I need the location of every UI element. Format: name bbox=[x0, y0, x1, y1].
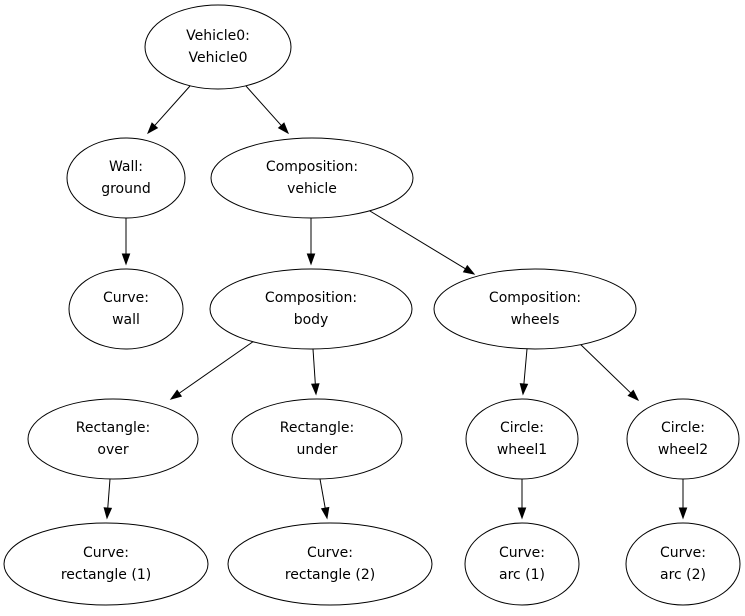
node-ellipse[interactable] bbox=[625, 522, 741, 606]
node-ellipse[interactable] bbox=[3, 522, 209, 606]
node-label-line2: vehicle bbox=[287, 181, 337, 197]
graph-node-curve-rectangle-1[interactable]: Curve: rectangle (1) bbox=[3, 522, 209, 606]
edge-arrowhead-icon bbox=[627, 389, 640, 402]
edge-arrowhead-icon bbox=[310, 383, 320, 396]
node-label-line2: wall bbox=[112, 312, 140, 328]
node-ellipse[interactable] bbox=[227, 522, 433, 606]
node-label-line1: Curve: bbox=[499, 545, 545, 561]
node-label-line1: Circle: bbox=[500, 420, 544, 436]
node-label-line1: Curve: bbox=[660, 545, 706, 561]
graph-node-vehicle0[interactable]: Vehicle0: Vehicle0 bbox=[144, 4, 292, 90]
edge-shaft bbox=[154, 85, 191, 126]
node-label-line1: Rectangle: bbox=[76, 420, 150, 436]
graph-node-curve-arc-2[interactable]: Curve: arc (2) bbox=[625, 522, 741, 606]
node-ellipse[interactable] bbox=[27, 398, 199, 480]
node-label-line2: rectangle (2) bbox=[285, 567, 375, 583]
node-label-line2: wheel2 bbox=[658, 442, 708, 458]
edge-arrowhead-icon bbox=[678, 507, 688, 520]
node-label-line2: wheels bbox=[511, 312, 560, 328]
graph-edge bbox=[169, 340, 255, 400]
graph-node-curve-arc-1[interactable]: Curve: arc (1) bbox=[464, 522, 580, 606]
node-ellipse[interactable] bbox=[626, 398, 740, 480]
node-label-line1: Curve: bbox=[307, 545, 353, 561]
node-ellipse[interactable] bbox=[210, 137, 414, 219]
node-label-line1: Composition: bbox=[266, 159, 358, 175]
graph-node-rectangle-over[interactable]: Rectangle: over bbox=[27, 398, 199, 480]
node-label-line2: Vehicle0 bbox=[189, 50, 248, 66]
node-label-line1: Rectangle: bbox=[280, 420, 354, 436]
node-label-line1: Wall: bbox=[109, 159, 143, 175]
edge-arrowhead-icon bbox=[277, 122, 289, 135]
edge-shaft bbox=[319, 478, 326, 509]
edge-arrowhead-icon bbox=[169, 389, 183, 400]
edge-shaft bbox=[245, 85, 282, 126]
graph-edge bbox=[121, 218, 131, 266]
node-label-line2: arc (2) bbox=[660, 567, 706, 583]
node-ellipse[interactable] bbox=[66, 137, 186, 219]
edge-shaft bbox=[576, 340, 632, 394]
node-label-line2: body bbox=[294, 312, 329, 328]
edge-shaft bbox=[107, 478, 111, 509]
node-ellipse[interactable] bbox=[209, 268, 413, 350]
graph-node-composition-vehicle[interactable]: Composition: vehicle bbox=[210, 137, 414, 219]
graph-edge bbox=[364, 207, 476, 275]
graph-edge bbox=[245, 85, 289, 135]
graph-node-wall-ground[interactable]: Wall: ground bbox=[66, 137, 186, 219]
edge-arrowhead-icon bbox=[462, 264, 476, 275]
edge-arrowhead-icon bbox=[147, 122, 159, 135]
node-ellipse[interactable] bbox=[465, 398, 579, 480]
graph-edge bbox=[519, 348, 529, 396]
node-ellipse[interactable] bbox=[144, 4, 292, 90]
node-label-line2: ground bbox=[101, 181, 151, 197]
node-label-line1: Composition: bbox=[265, 290, 357, 306]
node-label-line1: Curve: bbox=[103, 290, 149, 306]
graph-node-rectangle-under[interactable]: Rectangle: under bbox=[231, 398, 403, 480]
node-ellipse[interactable] bbox=[68, 268, 184, 350]
edge-shaft bbox=[523, 348, 528, 385]
edge-shaft bbox=[364, 207, 466, 270]
node-label-line2: under bbox=[296, 442, 337, 458]
graph-node-curve-rectangle-2[interactable]: Curve: rectangle (2) bbox=[227, 522, 433, 606]
node-ellipse[interactable] bbox=[464, 522, 580, 606]
graph-edge bbox=[576, 340, 640, 402]
node-label-line2: wheel1 bbox=[497, 442, 547, 458]
graph-edge bbox=[319, 478, 330, 520]
node-label-line1: Curve: bbox=[83, 545, 129, 561]
edge-shaft bbox=[178, 340, 255, 394]
graph-edge bbox=[103, 478, 113, 520]
node-label-line2: arc (1) bbox=[499, 567, 545, 583]
graph-node-circle-wheel1[interactable]: Circle: wheel1 bbox=[465, 398, 579, 480]
graph-edge bbox=[306, 218, 316, 266]
graph-node-circle-wheel2[interactable]: Circle: wheel2 bbox=[626, 398, 740, 480]
node-label-line1: Composition: bbox=[489, 290, 581, 306]
edges-layer bbox=[103, 85, 688, 520]
node-label-line2: over bbox=[97, 442, 128, 458]
edge-arrowhead-icon bbox=[519, 383, 529, 396]
edge-arrowhead-icon bbox=[121, 253, 131, 266]
node-ellipse[interactable] bbox=[433, 268, 637, 350]
edge-arrowhead-icon bbox=[517, 507, 527, 520]
edge-arrowhead-icon bbox=[103, 507, 113, 520]
node-label-line1: Circle: bbox=[661, 420, 705, 436]
nodes-layer: Vehicle0:Vehicle0Wall:groundComposition:… bbox=[3, 4, 741, 606]
graph-edge bbox=[310, 348, 320, 396]
edge-shaft bbox=[312, 348, 316, 385]
graph-edge bbox=[147, 85, 191, 135]
node-label-line2: rectangle (1) bbox=[61, 567, 151, 583]
node-ellipse[interactable] bbox=[231, 398, 403, 480]
graph-node-composition-body[interactable]: Composition: body bbox=[209, 268, 413, 350]
graph-node-composition-wheels[interactable]: Composition: wheels bbox=[433, 268, 637, 350]
node-label-line1: Vehicle0: bbox=[186, 28, 250, 44]
edge-arrowhead-icon bbox=[306, 253, 316, 266]
edge-arrowhead-icon bbox=[320, 506, 330, 520]
graph-node-curve-wall[interactable]: Curve: wall bbox=[68, 268, 184, 350]
graph-edge bbox=[517, 479, 527, 520]
graph-edge bbox=[678, 479, 688, 520]
